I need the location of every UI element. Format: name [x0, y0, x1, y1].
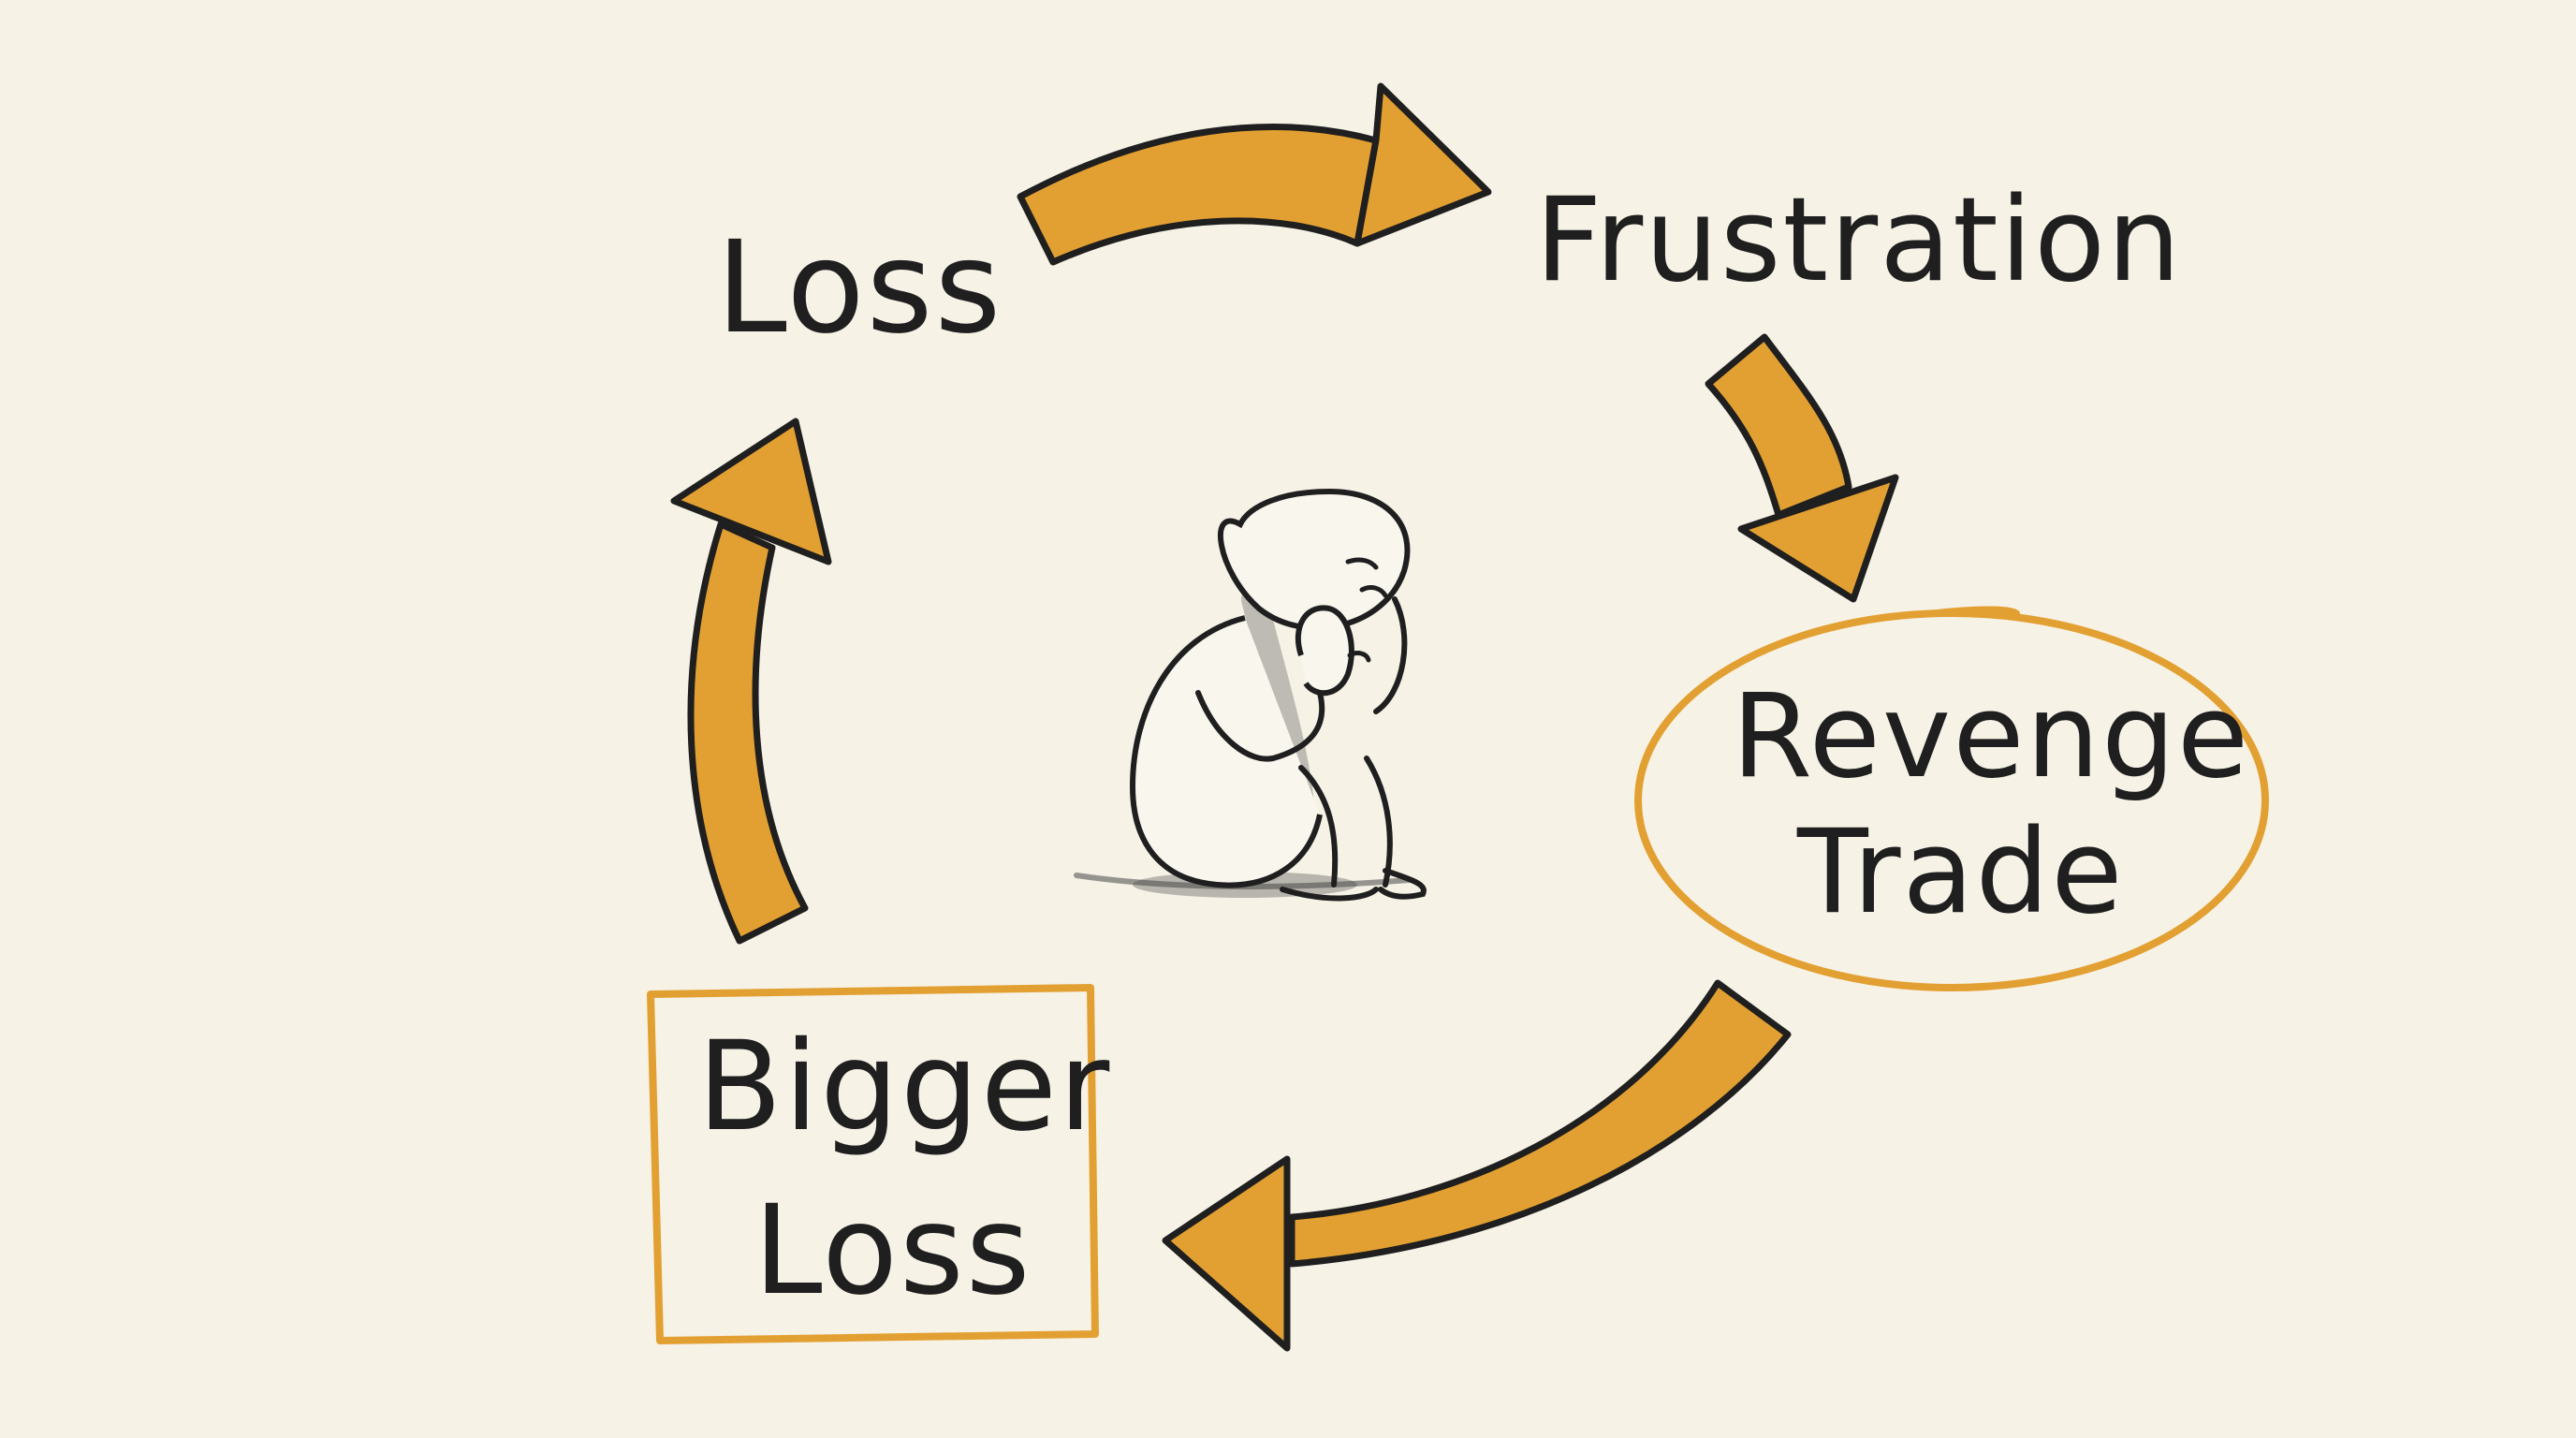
arrow-frustration-to-revenge [1705, 333, 1899, 603]
arrow-loss-to-frustration [1017, 82, 1492, 266]
node-loss: Loss [716, 214, 1003, 362]
arrow-bigger-loss-to-loss [670, 418, 832, 945]
node-bigger-loss-line1: Bigger [697, 1015, 1112, 1159]
revenge-trade-ellipse [1634, 606, 2269, 991]
node-bigger-loss-line2: Loss [754, 1179, 1032, 1323]
distressed-person-icon [1074, 488, 1427, 902]
node-frustration: Frustration [1535, 173, 2183, 308]
bigger-loss-box [647, 984, 1099, 1344]
arrow-revenge-to-bigger-loss [1162, 979, 1792, 1352]
node-revenge-trade-line1: Revenge [1732, 669, 2251, 804]
node-revenge-trade-line2: Trade [1797, 805, 2125, 940]
